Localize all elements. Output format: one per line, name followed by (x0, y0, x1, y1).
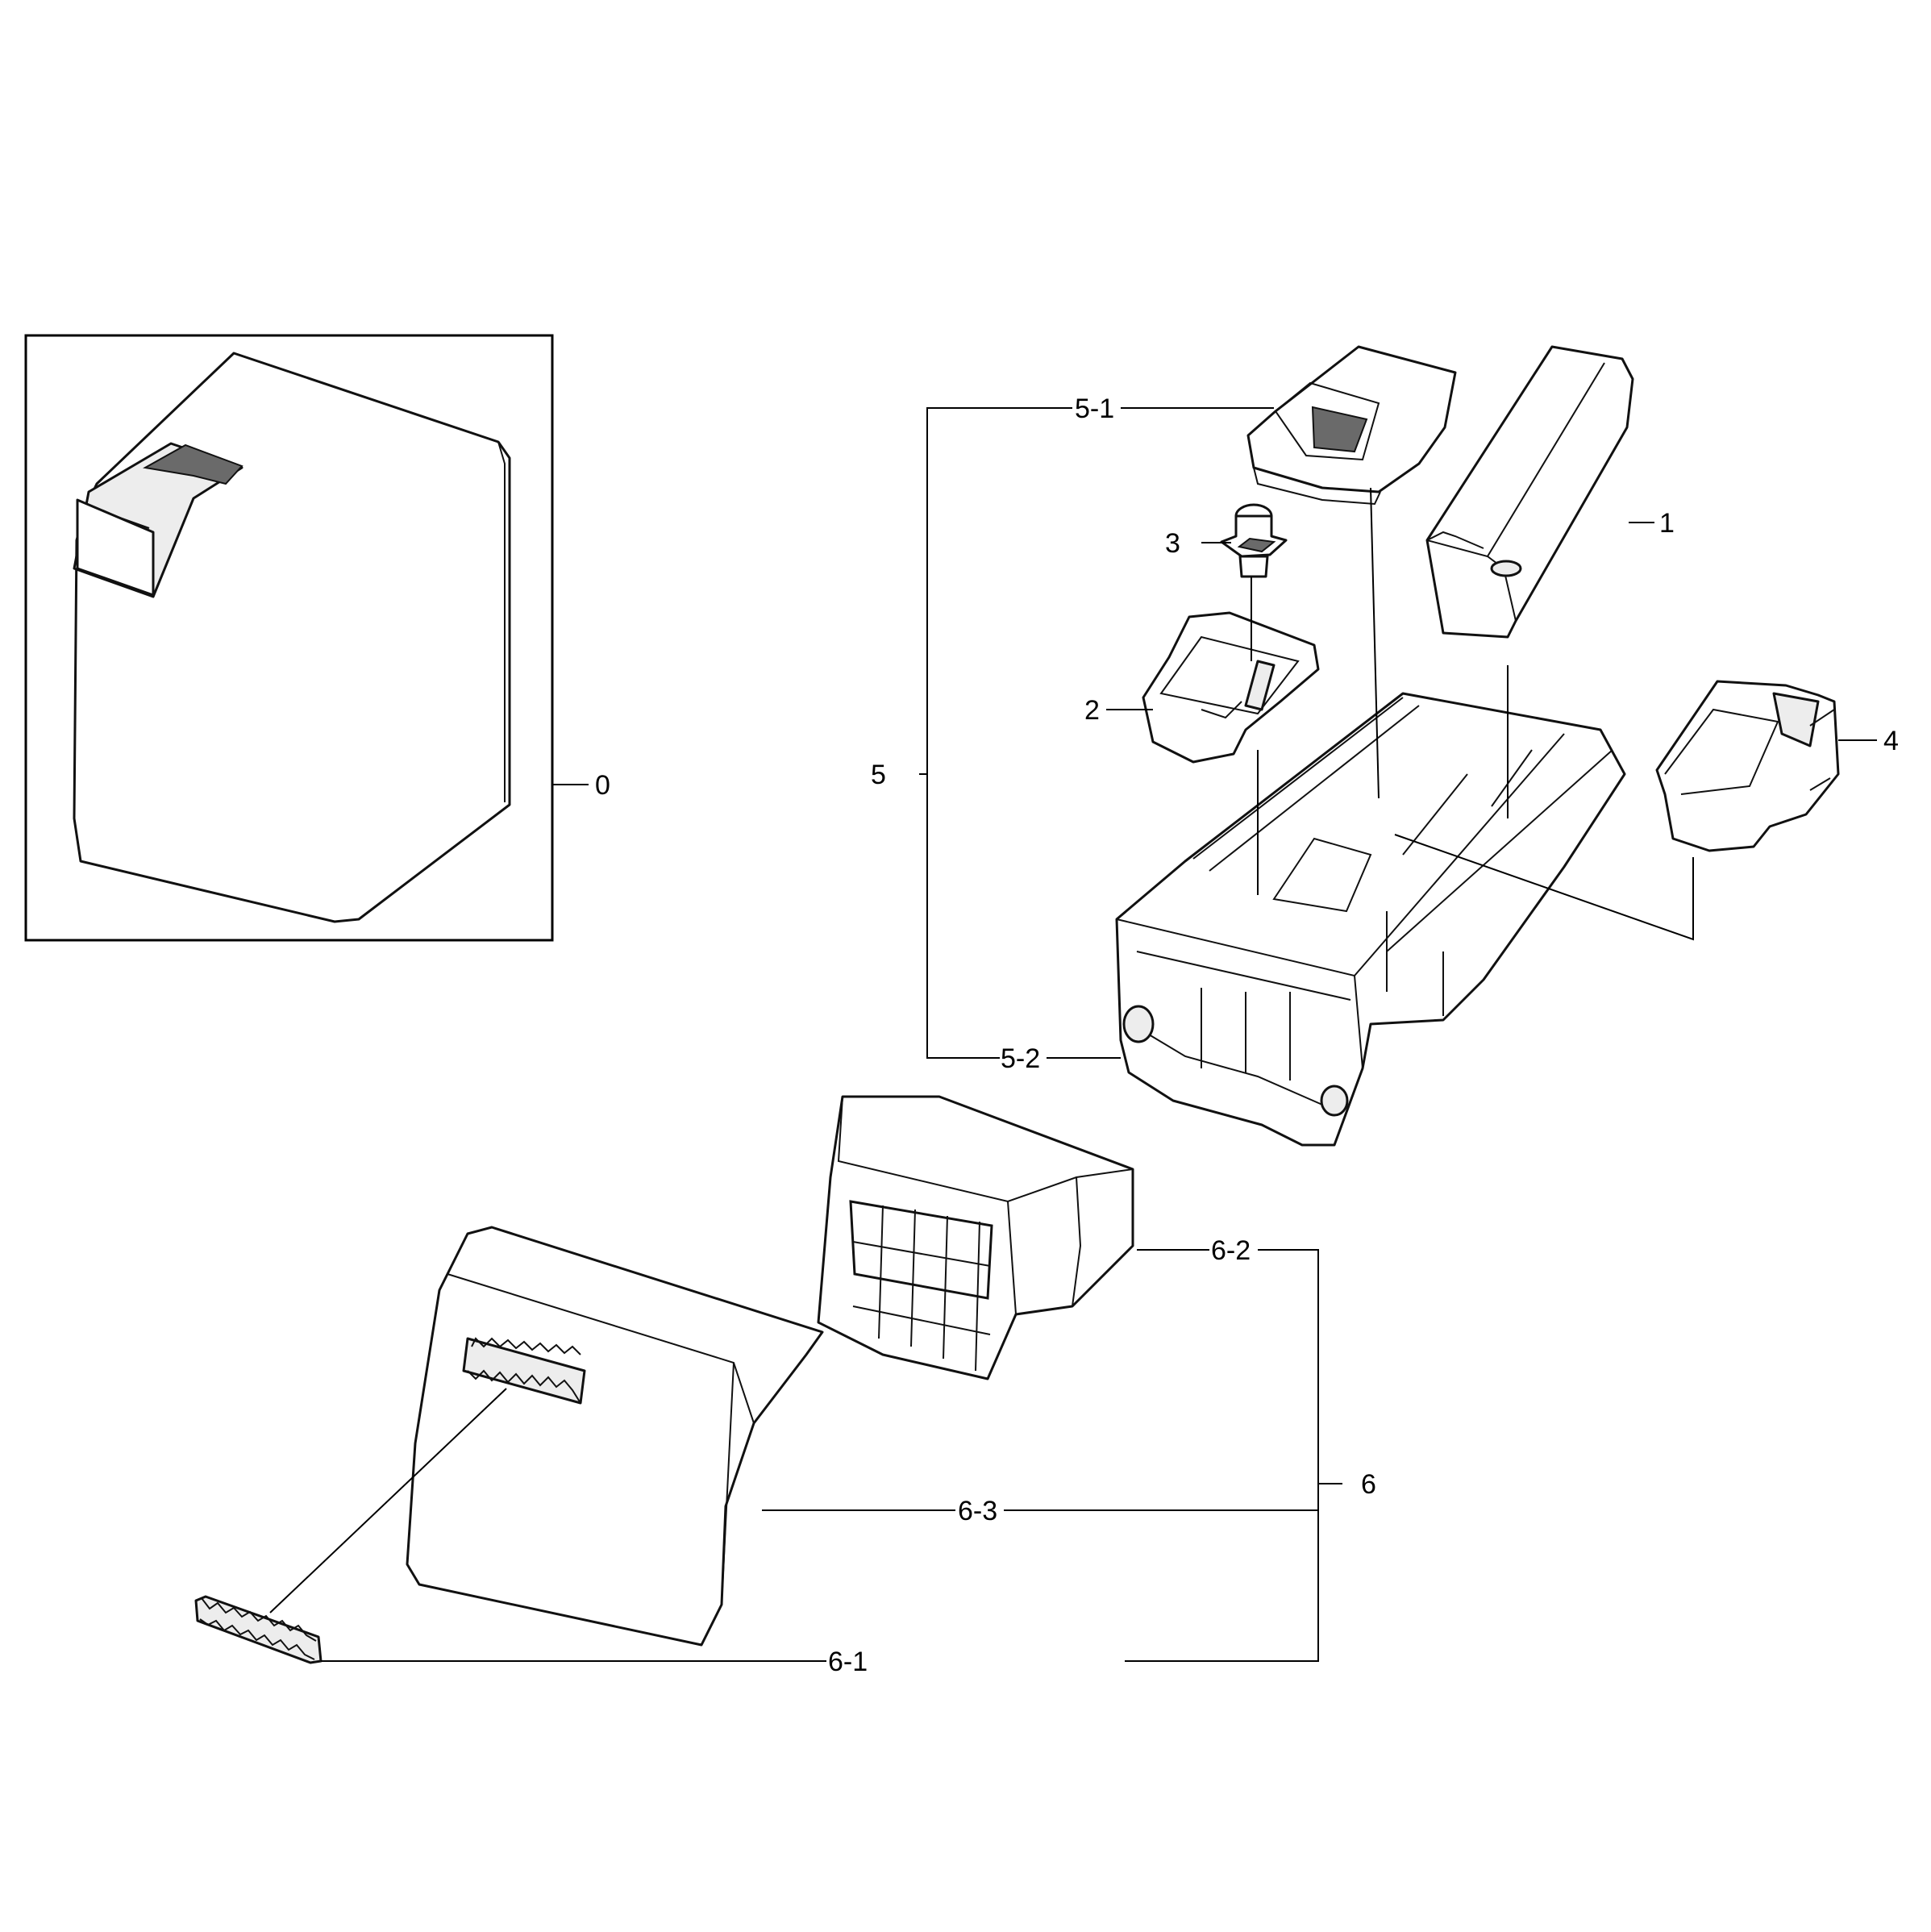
part-3-valve (1220, 503, 1288, 578)
part-6-2-drawer-frame (817, 1095, 1134, 1380)
callout-4: 4 (1883, 726, 1899, 756)
part-5-2-housing (1115, 692, 1626, 1147)
cabinet-body (73, 352, 511, 923)
callout-5-2: 5-2 (1001, 1043, 1040, 1074)
part-5-1-tray (1246, 345, 1457, 506)
callout-0: 0 (595, 770, 610, 801)
part-4-cup (1655, 680, 1840, 852)
callout-5-1: 5-1 (1075, 393, 1114, 424)
part-2-cup (1142, 577, 1320, 764)
callout-labels: 5-1 5 5-2 3 2 1 4 6-2 6 6-3 6-1 (828, 393, 1899, 1677)
assembly-overview-inset: 0 (24, 334, 610, 942)
callout-5: 5 (871, 760, 886, 790)
callout-3: 3 (1165, 528, 1180, 559)
part-6-1-handle-strip (194, 1388, 507, 1664)
callout-2: 2 (1084, 695, 1100, 726)
callout-6-1: 6-1 (828, 1647, 868, 1677)
part-1-box (1425, 345, 1634, 639)
inset-frame (24, 334, 554, 942)
callout-6-2: 6-2 (1211, 1235, 1251, 1266)
callout-6-3: 6-3 (958, 1496, 997, 1526)
part-6-3-drawer-panel (406, 1226, 824, 1647)
assembled-unit-drawing (73, 352, 511, 923)
callout-6: 6 (1361, 1469, 1376, 1500)
callout-1: 1 (1659, 508, 1675, 539)
leader-lines (321, 407, 1877, 1662)
